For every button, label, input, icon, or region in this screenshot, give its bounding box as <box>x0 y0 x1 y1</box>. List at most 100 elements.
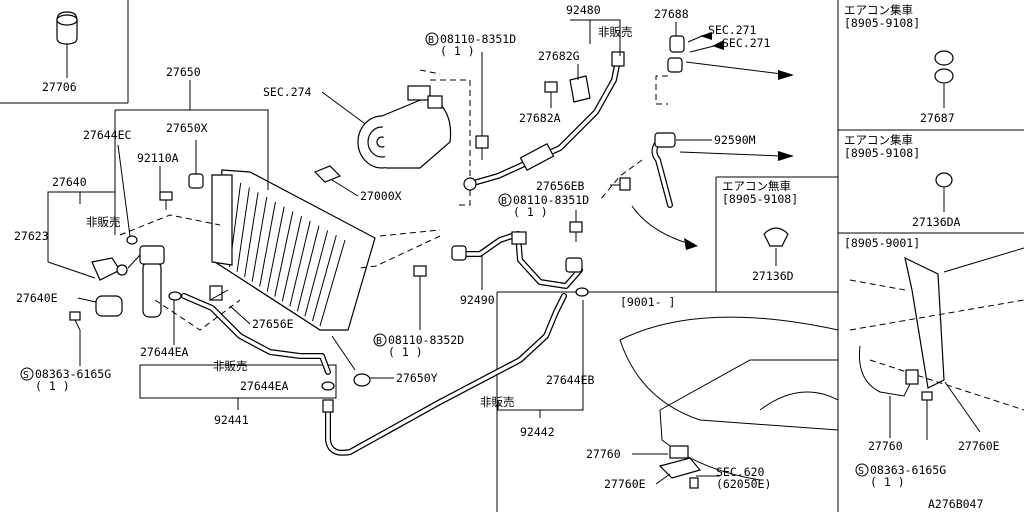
svg-text:B: B <box>376 336 382 347</box>
part-label-92490: 92490 <box>460 293 495 307</box>
pipe-92441 <box>181 285 331 375</box>
part-label-27682g: 27682G <box>538 49 580 63</box>
part-label-27136d: 27136D <box>752 269 794 283</box>
box5-range: [9001- ] <box>620 295 675 309</box>
compressor-part <box>357 85 452 169</box>
box2-range: [8905-9108] <box>844 146 920 160</box>
part-label-27760-c: 27760 <box>586 447 621 461</box>
bracket-27682g <box>569 64 591 103</box>
box1-title: エアコン集車 <box>844 3 913 17</box>
part-label-27640: 27640 <box>52 175 87 189</box>
grommet-27136da <box>935 172 953 212</box>
condenser-fin <box>319 239 346 327</box>
hanbai-label-3: 非販売 <box>480 395 515 409</box>
part-label-92590m: 92590M <box>714 133 756 147</box>
part-label-27000x: 27000X <box>360 189 402 203</box>
part-label-27650x: 27650X <box>166 121 208 135</box>
bolt-qty-08110-2: ( 1 ) <box>513 205 548 219</box>
part-label-27656e: 27656E <box>252 317 294 331</box>
bracket-27650x <box>188 140 204 189</box>
box3-title: エアコン無車 <box>722 179 791 193</box>
part-label-27760-r: 27760 <box>868 439 903 453</box>
bolt-qty-08363: ( 1 ) <box>35 379 70 393</box>
part-label-92480: 92480 <box>566 3 601 17</box>
sec-label-620: SEC.620 <box>716 465 765 479</box>
part-label-92442: 92442 <box>520 425 555 439</box>
part-label-27136da: 27136DA <box>912 215 961 229</box>
svg-text:S: S <box>858 466 864 477</box>
hose-92590m <box>651 132 794 208</box>
svg-text:B: B <box>501 196 507 207</box>
part-label-27682a: 27682A <box>519 111 561 125</box>
o-ring-27644ec <box>126 235 138 245</box>
cap-27687 <box>934 50 954 108</box>
part-label-27760e-c: 27760E <box>604 477 646 491</box>
bolt-label-08110-3: 08110-8352D <box>388 333 464 347</box>
part-label-27644ea-2: 27644EA <box>240 379 289 393</box>
bolt-08363 <box>69 311 81 366</box>
leader-27650 <box>115 109 269 190</box>
hose-92480 <box>463 51 625 191</box>
bolt-08363-left: S <box>20 367 34 381</box>
part-label-27644ea-1: 27644EA <box>140 345 189 359</box>
valve-27688 <box>667 22 685 73</box>
condenser-fin <box>266 206 285 292</box>
box2-title: エアコン集車 <box>844 133 913 147</box>
part-label-27650: 27650 <box>166 65 201 79</box>
hose-92490 <box>451 231 583 289</box>
bolt-label-08110-1: 08110-8351D <box>440 32 516 46</box>
condenser-fin <box>304 230 329 317</box>
sec-label-271b: SEC.271 <box>722 36 771 50</box>
clip-27656eb <box>610 177 631 191</box>
condenser-fin <box>311 235 337 322</box>
part-label-27640e: 27640E <box>16 291 58 305</box>
part-label-92110a: 92110A <box>137 151 179 165</box>
part-label-27650y: 27650Y <box>396 371 438 385</box>
box1-range: [8905-9108] <box>844 16 920 30</box>
bolt-08363-r: S <box>855 463 869 477</box>
condenser-part <box>211 169 376 331</box>
bolt-08110-2: B <box>498 193 583 242</box>
box4-range: [8905-9001] <box>844 236 920 250</box>
condenser-fin <box>251 196 268 282</box>
condenser-fin <box>244 192 259 277</box>
bolt-92110a <box>159 166 173 210</box>
label-27000x-part <box>313 165 359 197</box>
hanbai-label-1: 非販売 <box>86 215 121 229</box>
bolt-27682a <box>544 81 558 108</box>
pipe-92442 <box>322 293 567 456</box>
condenser-fin <box>296 225 320 312</box>
part-label-92441: 92441 <box>214 413 249 427</box>
car-front-part <box>619 316 839 489</box>
svg-text:S: S <box>23 370 29 381</box>
part-label-27688: 27688 <box>654 7 689 21</box>
part-label-27656eb: 27656EB <box>536 179 585 193</box>
condenser-fin <box>289 220 311 307</box>
box3-range: [8905-9108] <box>722 192 798 206</box>
receiver-cap-part <box>56 11 78 78</box>
condenser-fin <box>259 201 276 287</box>
bolt-08110-1: B <box>425 32 489 160</box>
condenser-fin <box>236 187 250 272</box>
receiver-drier-part <box>91 245 165 318</box>
bolt-label-08363-r: 08363-6165G <box>870 463 946 477</box>
sec-label-620-sub: (62050E) <box>716 477 771 491</box>
part-label-27644ec: 27644EC <box>83 128 132 142</box>
bolt-qty-08110-1: ( 1 ) <box>440 44 475 58</box>
sec-label-271a: SEC.271 <box>708 23 757 37</box>
diagram-id: A276B047 <box>928 497 983 511</box>
part-label-27706: 27706 <box>42 80 77 94</box>
condenser-fin <box>274 211 294 297</box>
arrow-sec271 <box>685 32 794 80</box>
condenser-fin <box>281 216 303 302</box>
bolt-label-08363: 08363-6165G <box>35 367 111 381</box>
sec-label-274: SEC.274 <box>263 85 312 99</box>
bolt-qty-08363-r: ( 1 ) <box>870 475 905 489</box>
bolt-qty-08110-3: ( 1 ) <box>388 345 423 359</box>
grommet-27650y <box>353 373 394 387</box>
radiator-support-part <box>849 247 1024 440</box>
hanbai-label-4: 非販売 <box>598 25 633 39</box>
part-label-27623: 27623 <box>14 229 49 243</box>
